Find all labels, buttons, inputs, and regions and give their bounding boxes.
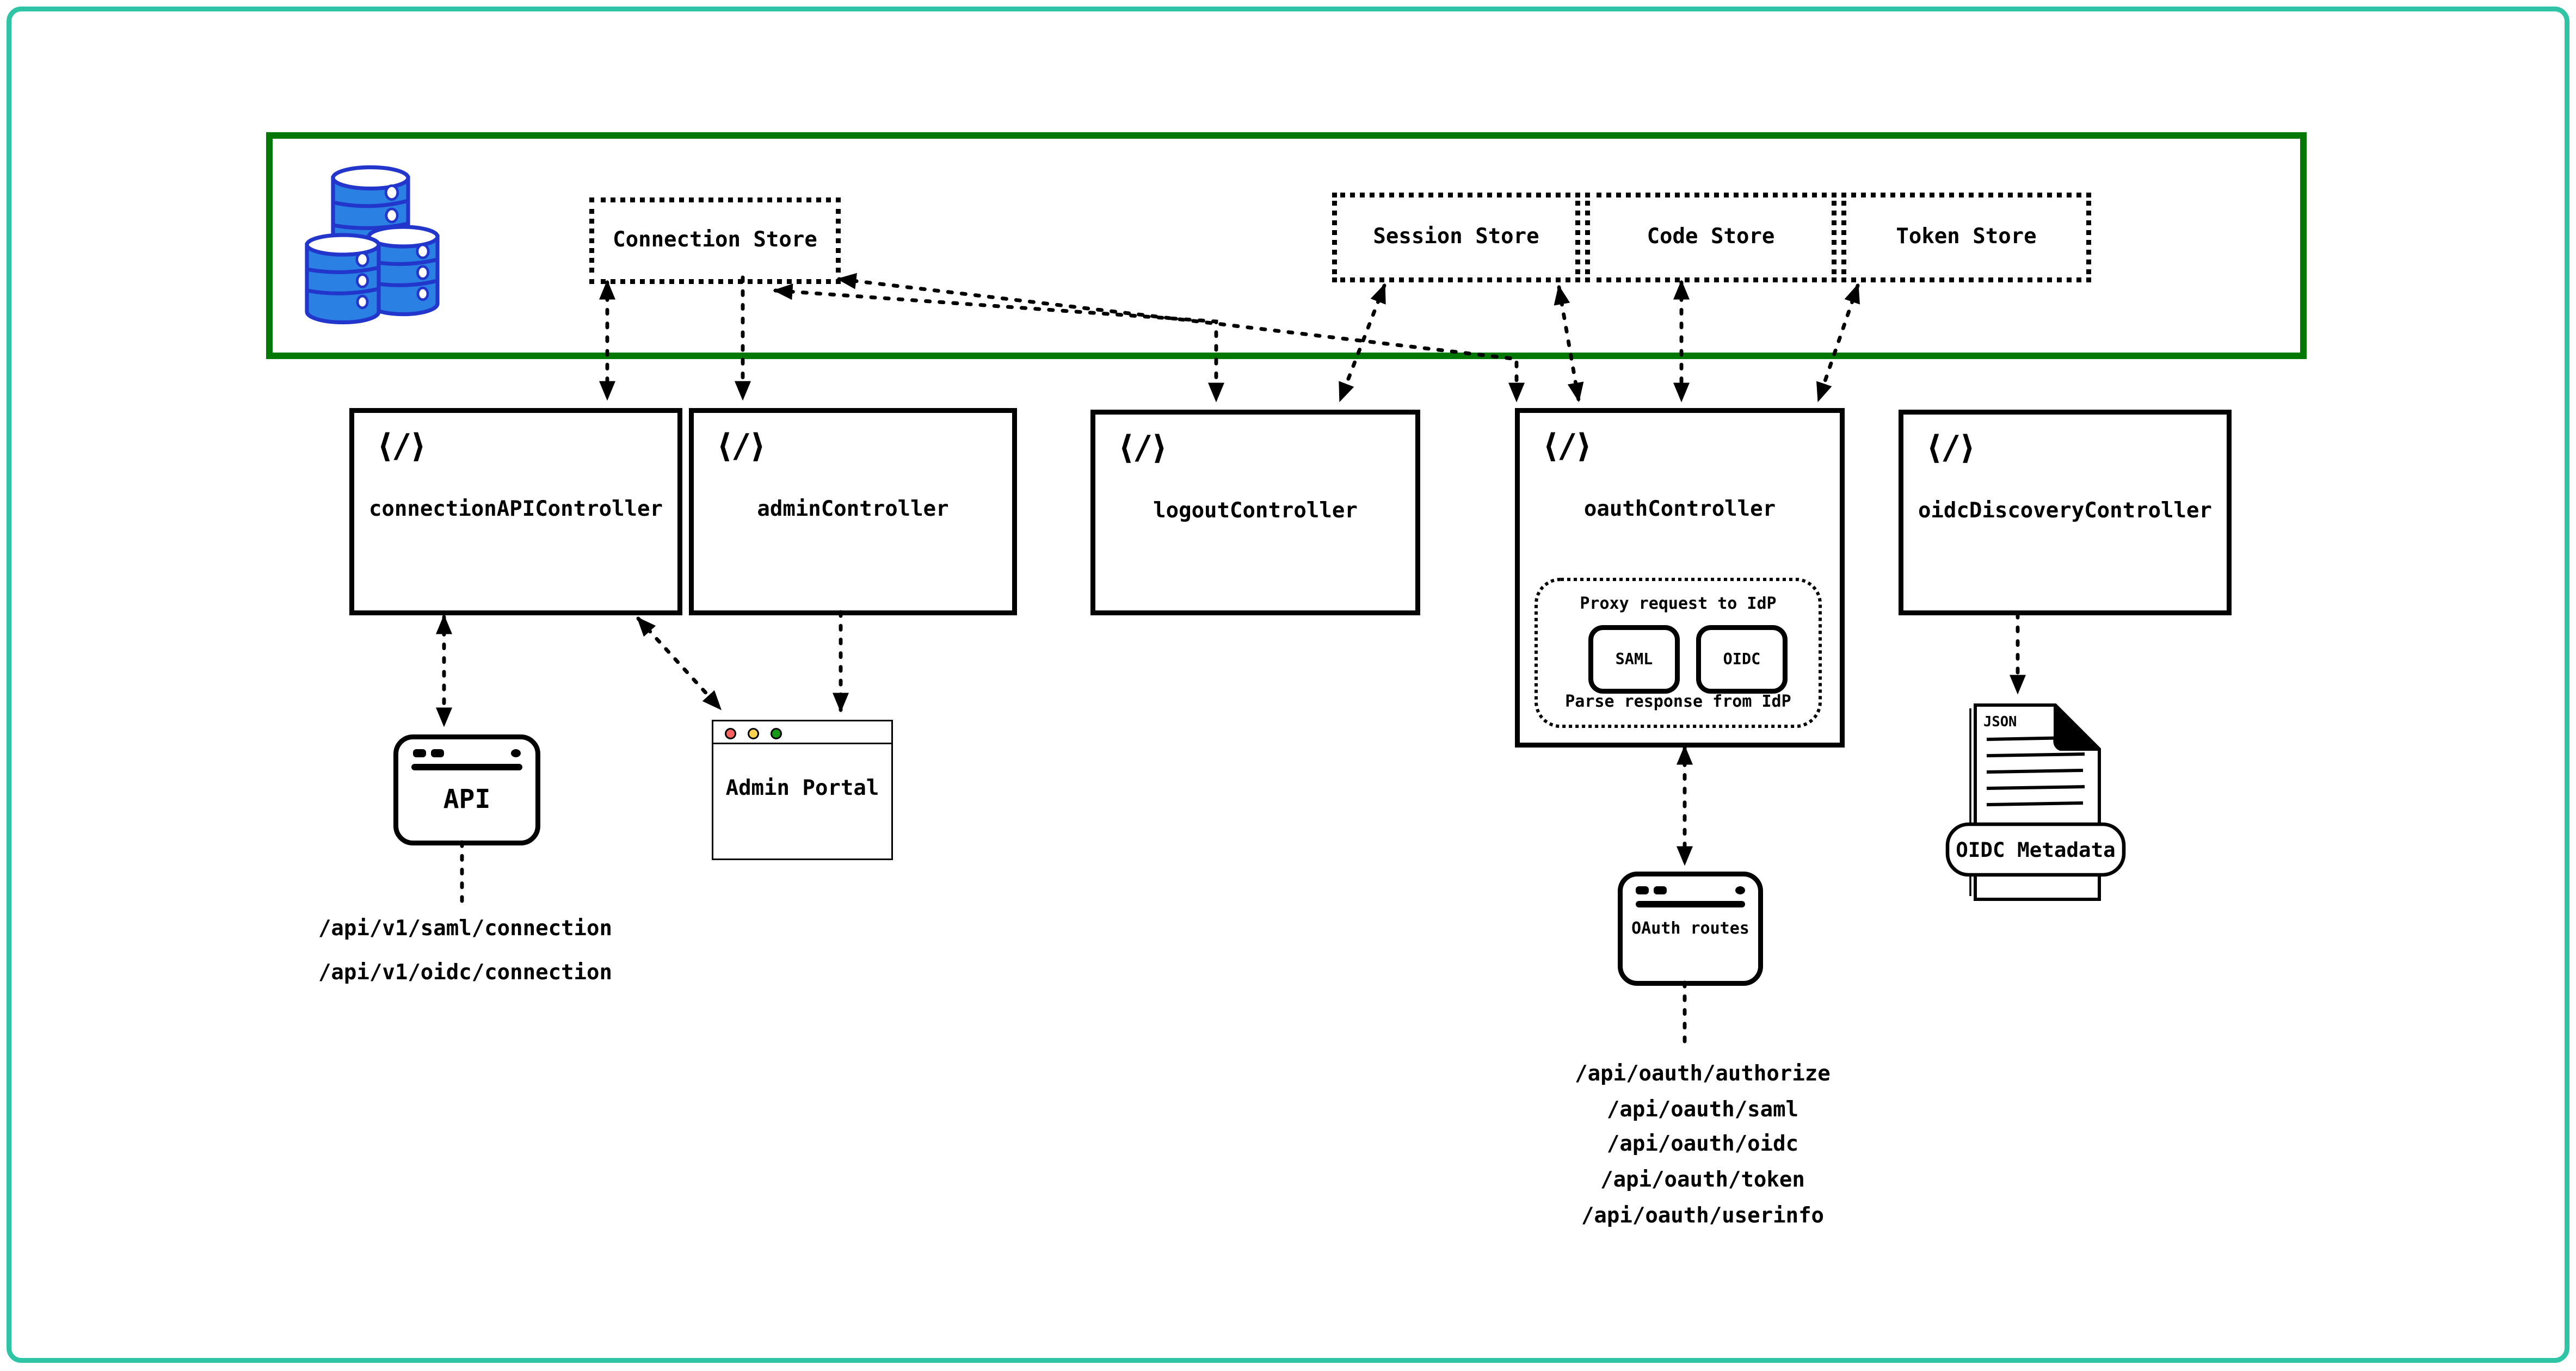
code-store-box: Code Store [1585, 193, 1837, 282]
oidc-metadata-document-icon: JSON OIDC Metadata [1945, 703, 2126, 901]
parse-response-label: Parse response from IdP [1565, 694, 1791, 712]
oauth-paths-list: /api/oauth/authorize /api/oauth/saml /ap… [1539, 1058, 1866, 1235]
oauth-path-item: /api/oauth/authorize [1575, 1063, 1831, 1087]
oauth-path-item: /api/oauth/token [1600, 1169, 1805, 1194]
oauth-routes-window: OAuth routes [1618, 872, 1763, 986]
code-icon: ⟨/⟩ [375, 426, 428, 465]
token-store-label: Token Store [1896, 225, 2037, 250]
window-dot-icon [431, 749, 444, 757]
oidc-chip-label: OIDC [1723, 650, 1761, 669]
code-icon: ⟨/⟩ [1925, 428, 1977, 467]
code-icon: ⟨/⟩ [1117, 428, 1169, 467]
window-dot-icon [1636, 886, 1649, 894]
saml-chip: SAML [1588, 625, 1680, 694]
database-icon [305, 165, 440, 325]
logout-controller-box: ⟨/⟩ logoutController [1090, 410, 1420, 615]
oauth-path-item: /api/oauth/userinfo [1581, 1204, 1825, 1229]
code-store-label: Code Store [1647, 225, 1775, 250]
oidc-metadata-banner-label: OIDC Metadata [1956, 838, 2116, 862]
window-dot-icon [511, 749, 521, 757]
close-dot-icon [725, 727, 736, 739]
proxy-request-label: Proxy request to IdP [1580, 596, 1777, 614]
oidc-discovery-controller-label: oidcDiscoveryController [1918, 499, 2212, 524]
oidc-discovery-controller-box: ⟨/⟩ oidcDiscoveryController [1899, 410, 2232, 615]
idp-proxy-box: Proxy request to IdP SAML OIDC Parse res… [1534, 578, 1822, 728]
session-store-label: Session Store [1373, 225, 1539, 250]
api-path-oidc: /api/v1/oidc/connection [318, 961, 612, 986]
api-window-label: API [443, 783, 491, 814]
json-file-type-label: JSON [1983, 714, 2017, 730]
admin-portal-titlebar [713, 721, 891, 744]
api-window: API [393, 734, 540, 845]
window-dot-icon [1735, 886, 1745, 894]
minimize-dot-icon [748, 727, 759, 739]
admin-controller-box: ⟨/⟩ adminController [689, 408, 1017, 615]
saml-chip-label: SAML [1615, 650, 1653, 669]
connection-store-label: Connection Store [613, 228, 817, 253]
window-bar-line [1636, 901, 1745, 907]
oauth-path-item: /api/oauth/saml [1606, 1098, 1799, 1123]
code-icon: ⟨/⟩ [1541, 426, 1593, 465]
connection-api-controller-box: ⟨/⟩ connectionAPIController [349, 408, 682, 615]
oauth-controller-label: oauthController [1583, 498, 1776, 522]
oauth-path-item: /api/oauth/oidc [1606, 1133, 1799, 1158]
api-path-saml: /api/v1/saml/connection [318, 917, 612, 942]
window-dot-icon [1654, 886, 1667, 894]
session-store-box: Session Store [1332, 193, 1580, 282]
code-icon: ⟨/⟩ [715, 426, 767, 465]
logout-controller-label: logoutController [1153, 499, 1358, 524]
window-dot-icon [413, 749, 426, 757]
window-bar-line [411, 764, 522, 770]
connection-api-controller-label: connectionAPIController [368, 498, 663, 522]
oauth-routes-label: OAuth routes [1631, 921, 1749, 938]
admin-portal-label: Admin Portal [725, 777, 879, 801]
oidc-chip: OIDC [1696, 625, 1788, 694]
page-border [7, 7, 2569, 1363]
oauth-controller-box: ⟨/⟩ oauthController Proxy request to IdP… [1515, 408, 1845, 748]
connection-store-box: Connection Store [589, 197, 841, 284]
admin-portal-window: Admin Portal [712, 720, 893, 860]
maximize-dot-icon [771, 727, 782, 739]
admin-controller-label: adminController [757, 498, 949, 522]
token-store-box: Token Store [1841, 193, 2091, 282]
